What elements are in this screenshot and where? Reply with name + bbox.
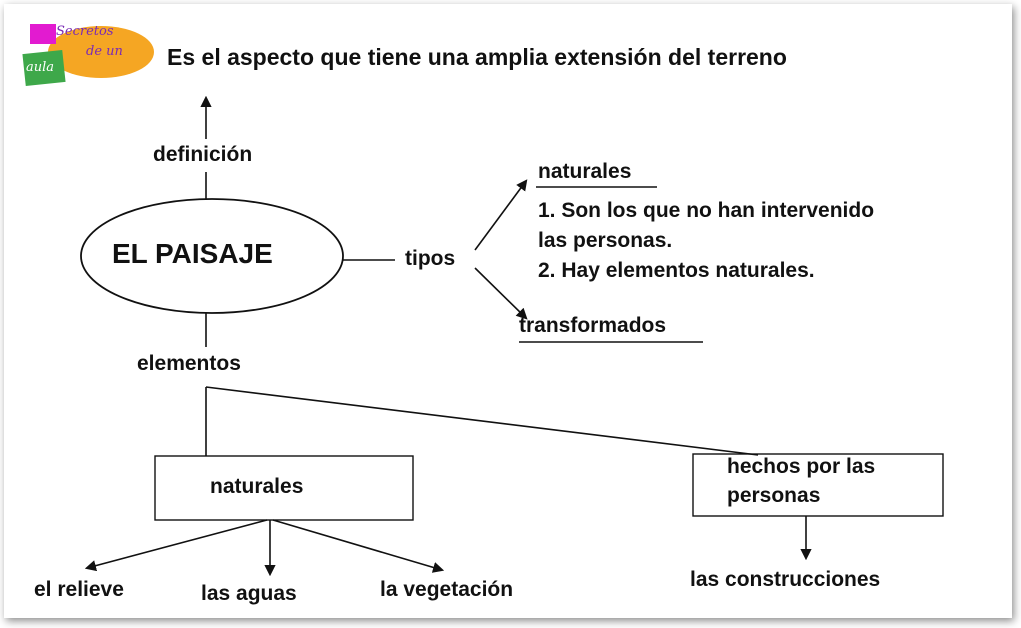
humanos-box-label-2: personas [727,484,821,507]
tipo-naturales-line1: 1. Son los que no han intervenido [538,199,875,222]
naturales-box [154,455,414,521]
connector-transformados-arrow [474,267,528,320]
link-elementos: elementos [137,352,241,375]
logo-text-2: de un [86,44,123,59]
tipo-naturales-line3: 2. Hay elementos naturales. [538,259,815,282]
tipo-transformados-title: transformados [519,314,667,337]
link-tipos: tipos [405,247,456,270]
center-label: EL PAISAJE [112,238,273,269]
arrow-relieve [84,519,268,572]
logo: Secretos de un aula [22,18,160,90]
leaf-relieve: el relieve [34,578,124,601]
logo-text-1: Secretos [56,24,114,39]
logo-text-3: aula [26,60,55,75]
leaf-construcciones: las construcciones [690,568,881,591]
center-ellipse [80,198,344,314]
leaf-vegetacion: la vegetación [380,578,514,601]
logo-pink-square [30,24,56,44]
logo-orange-blob [48,26,154,78]
leaf-aguas: las aguas [201,582,297,605]
definition-text: Es el aspecto que tiene una amplia exten… [167,44,787,70]
tipo-naturales-line2: las personas. [538,229,673,252]
naturales-box-label: naturales [210,475,304,498]
link-definicion: definición [153,143,253,166]
tipo-naturales-title: naturales [538,160,632,183]
connector-humanos-box [205,386,759,456]
humanos-box [692,453,944,517]
humanos-box-label-1: hechos por las [727,455,876,478]
arrow-vegetacion [272,519,445,573]
connector-naturales-arrow [474,179,528,251]
